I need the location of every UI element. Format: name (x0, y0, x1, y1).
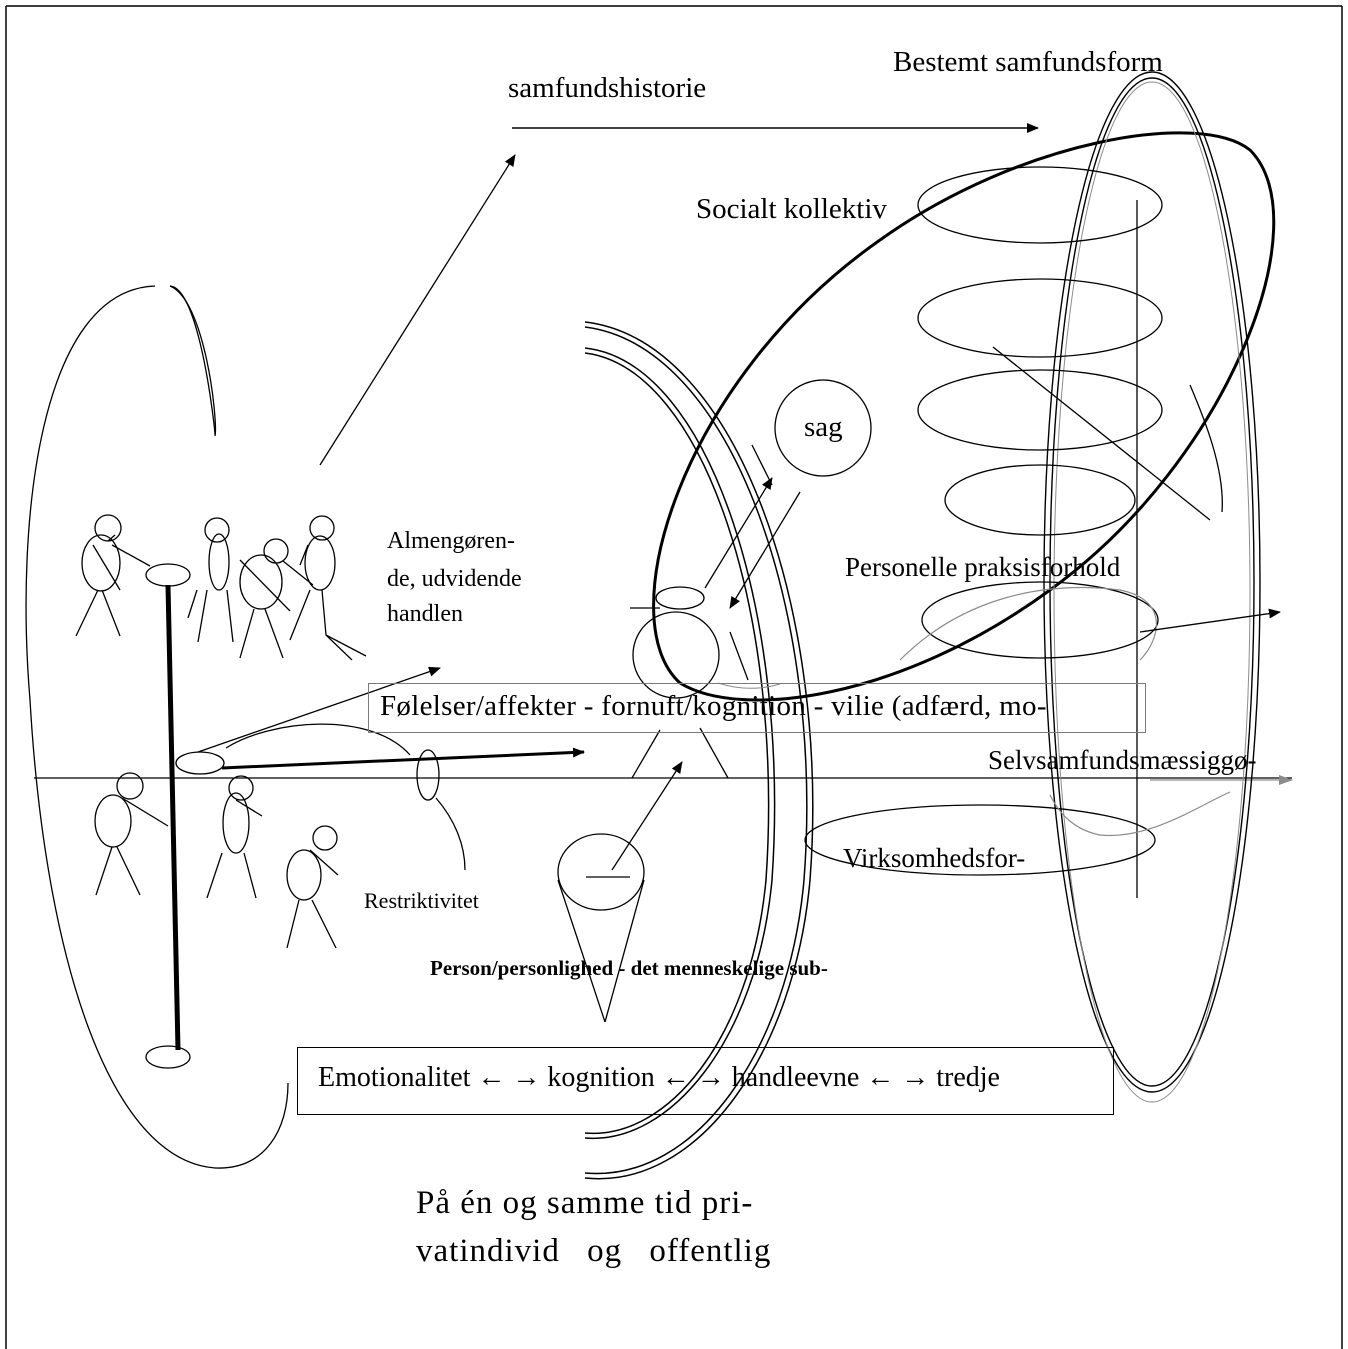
folelser-box (368, 683, 1146, 733)
restriktivitet-ellipse (416, 749, 440, 801)
arrow-from-sag (729, 491, 801, 609)
arrow-to-sag (704, 477, 773, 589)
folelser-label: Følelser/affekter - fornuft/kognition - … (380, 690, 1047, 722)
central-pole (145, 563, 225, 1069)
socialt-kollektiv-label: Socialt kollektiv (696, 193, 887, 226)
personelle-arrow (1139, 608, 1281, 633)
stick-figures-lower (94, 772, 339, 949)
person-personlighed-label: Person/personlighed - det menneskelige s… (430, 956, 828, 980)
emotionalitet-label: Emotionalitet ← → kognition ← → handleev… (318, 1062, 1000, 1093)
almengorende-label-2: de, udvidende (387, 566, 522, 592)
left-group-outline (25, 285, 289, 1169)
restriktivitet-label: Restriktivitet (364, 888, 479, 913)
central-person (630, 586, 749, 779)
almengorende-label-1: Almengøren- (387, 528, 515, 554)
selvsamfundsmaessig-label: Selvsamfundsmæssiggø- (988, 745, 1257, 775)
personelle-praksisforhold-label: Personelle praksisforhold (845, 552, 1121, 582)
paa-en-label-1: På én og samme tid pri- (416, 1185, 754, 1221)
spiral-ellipses (804, 166, 1223, 876)
gray-arc-left (717, 682, 781, 689)
diagonal-arrow-up (319, 154, 516, 466)
sag-label: sag (804, 411, 843, 443)
almengorende-label-3: handlen (387, 601, 463, 627)
virksomhedsfor-label: Virksomhedsfor- (843, 843, 1026, 873)
emotionalitet-box (297, 1047, 1114, 1115)
social-collective-ellipse (652, 131, 1276, 702)
bestemt-samfundsform-label: Bestemt samfundsform (893, 46, 1163, 78)
paa-en-label-2: vatindivid og offentlig (416, 1233, 772, 1269)
gray-loop (899, 587, 1157, 661)
samfundshistorie-label: samfundshistorie (508, 72, 707, 104)
thick-arrow-right (221, 747, 585, 770)
page-border (5, 5, 1343, 1349)
almengorende-arrow (197, 666, 441, 753)
restriktivitet-curve (225, 723, 411, 756)
restriktivitet-line (435, 797, 466, 871)
sag-circle (774, 379, 872, 477)
stick-figures-upper (75, 514, 367, 661)
gray-curve-lower (1049, 791, 1231, 837)
cone (557, 761, 683, 1023)
arrow-down-curve (751, 444, 773, 486)
